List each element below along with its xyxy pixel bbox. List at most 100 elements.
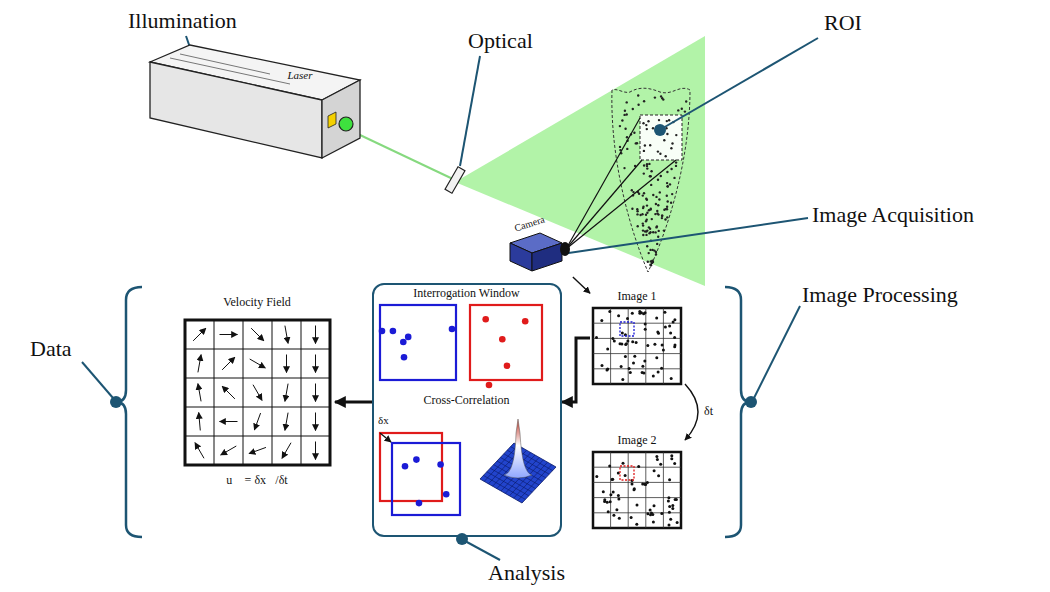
velocity-vector: [198, 355, 201, 373]
particle: [621, 378, 624, 381]
particle: [645, 124, 647, 126]
particle: [684, 110, 686, 112]
velocity-vector: [315, 326, 316, 344]
particle: [641, 365, 644, 368]
image-frame: Image 2: [590, 432, 685, 532]
particle: [617, 494, 620, 497]
callout-label: Data: [30, 336, 72, 361]
particle: [622, 462, 625, 465]
particle: [608, 465, 611, 468]
velocity-vector: [250, 359, 266, 368]
particle: [667, 496, 670, 499]
optical-element: [445, 167, 465, 194]
particle: [649, 144, 651, 146]
particle: [644, 230, 646, 232]
particle: [649, 231, 651, 233]
laser-detail: [180, 54, 270, 74]
particle: [636, 504, 639, 507]
particle: [649, 264, 651, 266]
particle: [675, 498, 678, 501]
particle: [400, 353, 407, 360]
velocity-vector: [199, 413, 201, 431]
particle: [650, 264, 652, 266]
particle: [655, 317, 658, 320]
particle: [657, 370, 660, 373]
particle: [612, 491, 615, 494]
light-sheet: [455, 36, 705, 286]
particle: [644, 328, 647, 331]
particle: [611, 478, 614, 481]
particle: [659, 153, 661, 155]
particle: [676, 521, 679, 524]
particle: [646, 229, 648, 231]
window-marker: [620, 466, 634, 480]
particle: [666, 216, 668, 218]
particle: [656, 225, 658, 227]
particle: [646, 212, 648, 214]
particle: [650, 184, 652, 186]
particle: [499, 335, 506, 342]
particle: [661, 217, 663, 219]
particle: [671, 193, 673, 195]
velocity-vector: [285, 326, 288, 344]
particle: [602, 490, 605, 493]
particle: [646, 163, 648, 165]
particle: [619, 125, 621, 127]
node-heading: Interrogation Window: [413, 287, 519, 301]
particle: [639, 214, 641, 216]
particle: [666, 171, 668, 173]
particle: [646, 245, 648, 247]
particle: [644, 323, 647, 326]
bracket: [725, 287, 751, 537]
particle: [655, 356, 658, 359]
particle: [668, 478, 671, 481]
node-heading: Image 1: [618, 290, 657, 304]
laser-body: Laser: [140, 32, 370, 167]
callout-label: Image Processing: [802, 282, 958, 307]
grid-line: [645, 452, 646, 528]
particle: [656, 243, 658, 245]
interrogation-window: [380, 305, 456, 380]
leader-dot: [745, 396, 757, 408]
particle: [595, 475, 598, 478]
particle: [623, 114, 625, 116]
particle: [657, 236, 659, 238]
velocity-vector: [222, 386, 235, 399]
particle: [661, 215, 663, 217]
particle: [677, 109, 679, 111]
leader-line: [663, 38, 818, 128]
grid-line: [610, 308, 611, 384]
particle: [645, 214, 647, 216]
particle: [648, 226, 650, 228]
particle: [666, 133, 668, 135]
particle: [637, 104, 639, 106]
particle: [654, 213, 656, 215]
particle: [646, 512, 649, 515]
callout-label: Illumination: [128, 8, 237, 33]
particle: [668, 511, 671, 514]
particle: [631, 340, 634, 343]
particle: [389, 327, 396, 334]
particle: [606, 368, 609, 371]
particle: [609, 500, 612, 503]
grid-line: [593, 467, 681, 468]
particle: [673, 177, 675, 179]
grid-line: [593, 353, 681, 354]
particle: [642, 122, 644, 124]
particle: [645, 234, 647, 236]
node-text: u⃗ = δx⃗/δt: [226, 474, 287, 488]
particle: [660, 512, 663, 515]
particle: [671, 507, 674, 510]
particle: [654, 231, 656, 233]
particle: [378, 327, 385, 334]
particle: [657, 213, 659, 215]
particle: [652, 127, 654, 129]
particle: [670, 202, 672, 204]
view-line: [566, 160, 642, 249]
particle: [648, 252, 650, 254]
particle: [617, 498, 620, 501]
particle: [668, 523, 671, 526]
particle: [649, 175, 651, 177]
particle: [642, 372, 645, 375]
